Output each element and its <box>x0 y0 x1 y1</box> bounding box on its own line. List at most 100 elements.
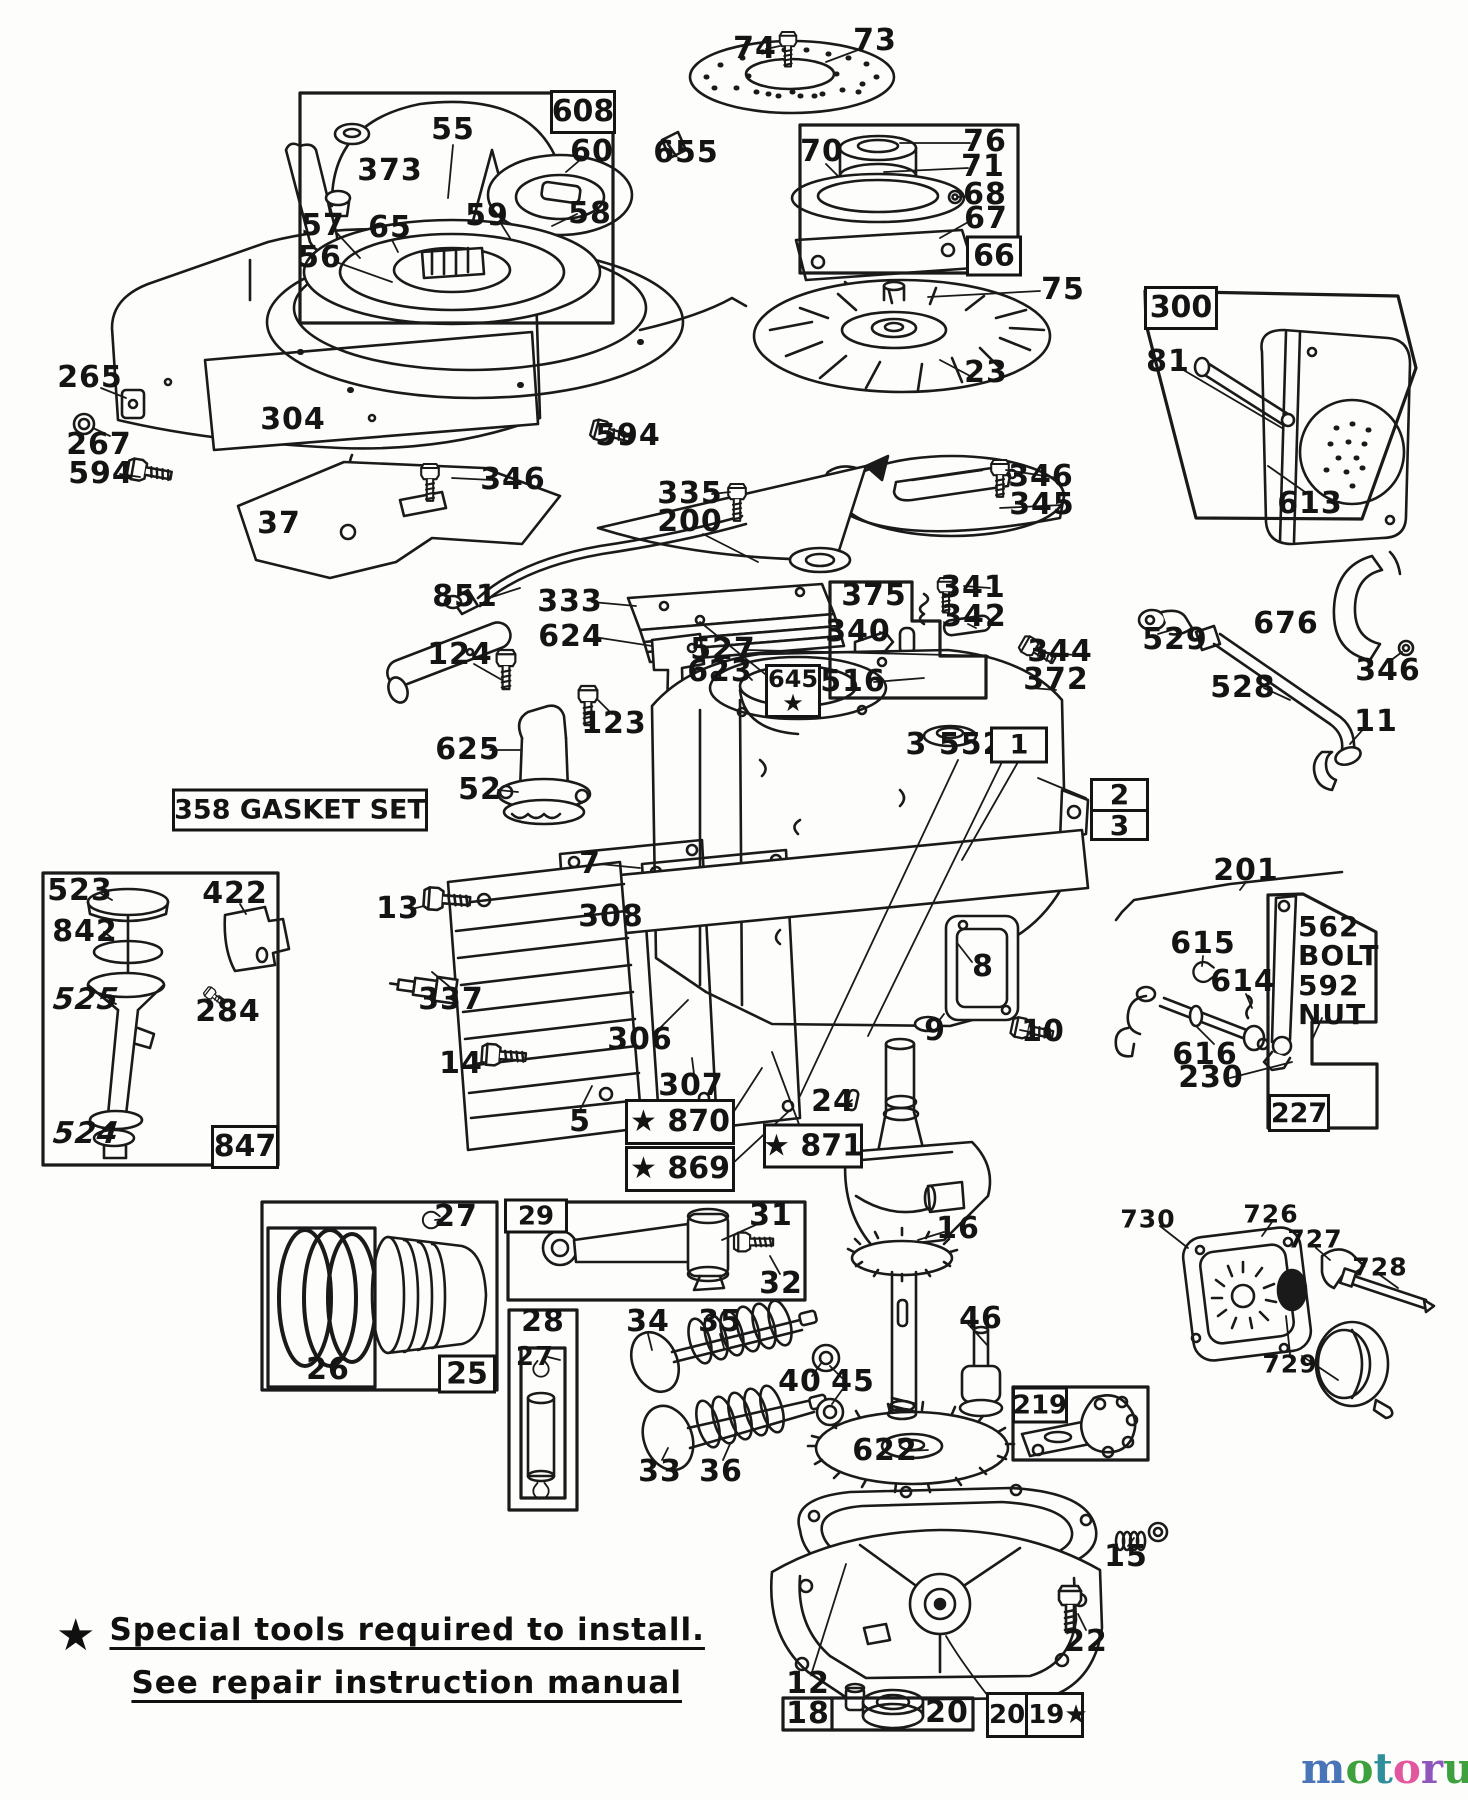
boxed-label-608: 608 <box>550 90 616 134</box>
callout-60: 60 <box>570 134 614 169</box>
callout-842: 842 <box>52 914 118 949</box>
callout-58: 58 <box>568 196 612 231</box>
callout-265: 265 <box>57 360 123 395</box>
cell-label: 20 <box>989 1700 1026 1730</box>
note-line: NUT <box>1298 998 1367 1032</box>
boxed-label-line: 219 <box>1012 1390 1068 1420</box>
callout-52: 52 <box>458 772 502 807</box>
callout-76: 76 <box>963 124 1007 159</box>
spark-plug-drawing <box>388 975 459 1005</box>
boxed-label-line: 29 <box>517 1201 555 1231</box>
callout-307: 307 <box>658 1068 724 1103</box>
callout-346: 346 <box>1008 459 1074 494</box>
callout-373: 373 <box>357 153 423 188</box>
boxed-label-645: 645★ <box>765 664 821 718</box>
callout-70: 70 <box>800 134 844 169</box>
crankshaft-drawing <box>843 1037 992 1422</box>
boxed-label-line: ★ 869 <box>630 1151 730 1186</box>
callout-65: 65 <box>368 210 412 245</box>
boxed-label-line: 645 <box>767 665 819 693</box>
callout-613: 613 <box>1277 486 1343 521</box>
boxed-label-1: 1 <box>990 726 1048 764</box>
callout-615: 615 <box>1170 926 1236 961</box>
valves-springs-drawing <box>629 1299 845 1472</box>
callout-5: 5 <box>569 1104 591 1139</box>
rotating-screen-drawing <box>688 31 896 115</box>
callout-26: 26 <box>306 1352 350 1387</box>
callout-267: 267 <box>66 427 132 462</box>
callout-35: 35 <box>698 1304 742 1339</box>
boxed-label-line: 1 <box>1009 729 1029 761</box>
oil-slinger-drawing <box>1020 1394 1139 1459</box>
starter-clutch-drawing <box>790 134 976 308</box>
callout-123: 123 <box>581 706 647 741</box>
callout-28: 28 <box>521 1304 565 1339</box>
callout-74: 74 <box>733 31 777 66</box>
callout-523: 523 <box>47 873 113 908</box>
intake-elbow-drawing <box>496 704 592 826</box>
callout-9: 9 <box>924 1013 946 1048</box>
boxed-label-358GASKETSET: 358 GASKET SET <box>172 788 428 832</box>
connecting-rod-drawing <box>541 1207 775 1292</box>
callout-333: 333 <box>537 584 603 619</box>
callout-372: 372 <box>1023 662 1089 697</box>
governor-linkage-drawing <box>1114 870 1344 1072</box>
callout-335: 335 <box>657 476 723 511</box>
boxed-label-300: 300 <box>1144 286 1218 330</box>
boxed-label-line: 358 GASKET SET <box>174 794 426 826</box>
callout-75: 75 <box>1041 272 1085 307</box>
heat-shield-drawing <box>236 460 562 580</box>
callout-230: 230 <box>1178 1060 1244 1095</box>
leader-lines <box>92 45 1403 1697</box>
callout-525: 525 <box>51 982 121 1017</box>
callout-728: 728 <box>1352 1252 1408 1282</box>
callout-622: 622 <box>852 1433 918 1468</box>
special-tools-note-lines: Special tools required to install. See r… <box>109 1612 704 1701</box>
callout-344: 344 <box>1027 634 1093 669</box>
brand-letter: o <box>1345 1744 1374 1793</box>
stop-switch-wire-drawing <box>443 514 748 616</box>
brand-letter: o <box>1392 1744 1421 1793</box>
callout-34: 34 <box>626 1304 670 1339</box>
callout-24: 24 <box>811 1084 855 1119</box>
boxed-label-line: 608 <box>551 94 615 129</box>
piston-pin-drawing <box>526 1359 556 1500</box>
callout-528: 528 <box>1210 670 1276 705</box>
boxed-label-25: 25 <box>438 1354 496 1394</box>
callout-284: 284 <box>195 994 261 1029</box>
callout-201: 201 <box>1213 853 1279 888</box>
callout-304: 304 <box>260 402 326 437</box>
callout-851: 851 <box>432 579 498 614</box>
callout-32: 32 <box>759 1266 803 1301</box>
callout-345: 345 <box>1009 487 1075 522</box>
piston-rings-drawing <box>277 1210 488 1368</box>
brand-watermark[interactable]: motoruf.de <box>1301 1748 1468 1790</box>
deflector-drawing <box>1332 550 1415 662</box>
callout-341: 341 <box>940 570 1006 605</box>
callout-20: 20 <box>925 1695 969 1730</box>
callout-8: 8 <box>972 949 994 984</box>
callout-342: 342 <box>941 599 1007 634</box>
callout-200: 200 <box>657 504 723 539</box>
boxed-label-line: ★ 870 <box>630 1104 730 1139</box>
callout-15: 15 <box>1104 1539 1148 1574</box>
callout-18: 18 <box>786 1696 830 1731</box>
note-line: 592 <box>1298 968 1360 1002</box>
brand-letter: t <box>1373 1744 1393 1793</box>
callout-13: 13 <box>376 891 420 926</box>
cell-label: 3 <box>1093 809 1146 840</box>
callout-375: 375 <box>841 578 907 613</box>
callout-623: 623 <box>687 654 753 689</box>
boxed-label-219: 219 <box>1012 1386 1068 1424</box>
boxed-label-line: 300 <box>1149 290 1213 325</box>
callout-7: 7 <box>579 846 601 881</box>
callout-36: 36 <box>699 1454 743 1489</box>
callout-676: 676 <box>1253 606 1319 641</box>
callout-11: 11 <box>1354 704 1398 739</box>
special-tools-star-icon: ★ <box>56 1610 96 1661</box>
callout-306: 306 <box>607 1022 673 1057</box>
